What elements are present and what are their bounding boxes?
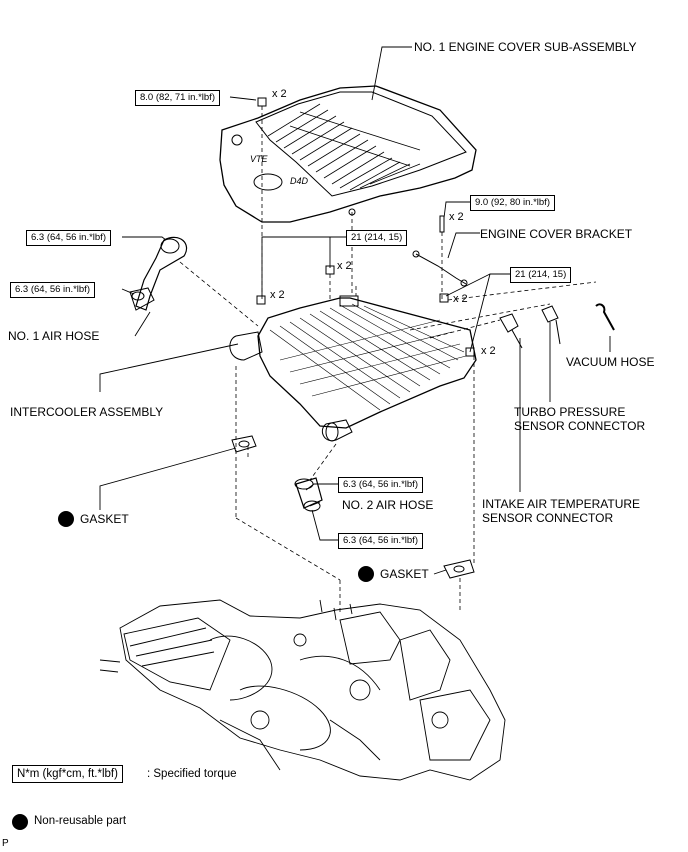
nonreusable-dot-gasket-right: [358, 566, 374, 582]
no2-air-hose-label: NO. 2 AIR HOSE: [342, 498, 434, 512]
qty-cover: x 2: [272, 88, 287, 100]
torque-hose2-bottom: 6.3 (64, 56 in.*lbf): [338, 533, 423, 549]
gasket-right-drawing: [443, 559, 475, 579]
torque-hose1-bottom: 6.3 (64, 56 in.*lbf): [10, 282, 95, 298]
no1-air-hose-drawing: [129, 236, 188, 311]
svg-text:VTE: VTE: [250, 154, 269, 164]
qty-nut-right-a: x 2: [453, 293, 468, 305]
engine-cover-label: NO. 1 ENGINE COVER SUB-ASSEMBLY: [414, 40, 637, 54]
legend-nonreusable-text: Non-reusable part: [34, 815, 127, 827]
bracket-bolt: [439, 215, 445, 233]
vacuum-hose-label: VACUUM HOSE: [566, 355, 655, 369]
corner-mark: P: [2, 838, 9, 849]
gasket-right-label: GASKET: [380, 567, 429, 581]
turbo-sensor-label-line1: TURBO PRESSURE: [514, 405, 626, 419]
torque-cover-bolt: 8.0 (82, 71 in.*lbf): [135, 90, 220, 106]
intake-sensor-label-line1: INTAKE AIR TEMPERATURE: [482, 497, 641, 511]
gasket-left-label: GASKET: [80, 512, 129, 526]
qty-nut-left-b: x 2: [270, 289, 285, 301]
legend-nonreusable-dot: [12, 814, 28, 830]
intercooler-label: INTERCOOLER ASSEMBLY: [10, 405, 164, 419]
leader-lines: [99, 46, 611, 575]
engine-cover-bracket-label: ENGINE COVER BRACKET: [480, 227, 633, 241]
nut-3: [439, 293, 449, 303]
legend-torque-desc: : Specified torque: [147, 768, 237, 780]
qty-nut-left-a: x 2: [337, 260, 352, 272]
torque-hose2-top: 6.3 (64, 56 in.*lbf): [338, 477, 423, 493]
qty-nut-right-b: x 2: [481, 345, 496, 357]
engine-cover-bracket-drawing: [415, 253, 467, 285]
torque-bracket-bolt: 9.0 (92, 80 in.*lbf): [470, 195, 555, 211]
intake-air-temp-connector-drawing: [499, 313, 523, 349]
nut-2: [256, 295, 266, 305]
nonreusable-dot-gasket-left: [58, 511, 74, 527]
torque-intercooler-nut-left: 21 (214, 15): [346, 230, 408, 246]
torque-intercooler-nut-right: 21 (214, 15): [510, 267, 572, 283]
svg-text:D4D: D4D: [290, 176, 309, 186]
qty-bracket: x 2: [449, 211, 464, 223]
engine-cover-drawing: VTE D4D: [219, 85, 477, 223]
torque-hose1-top: 6.3 (64, 56 in.*lbf): [26, 230, 111, 246]
legend-torque-unit: N*m (kgf*cm, ft.*lbf): [12, 765, 123, 783]
turbo-sensor-label-line2: SENSOR CONNECTOR: [514, 419, 646, 433]
intercooler-drawing: [229, 295, 477, 442]
no2-air-hose-drawing: [294, 477, 323, 512]
vacuum-hose-drawing: [595, 303, 615, 331]
no1-air-hose-label: NO. 1 AIR HOSE: [8, 329, 100, 343]
nut-4: [465, 347, 475, 357]
turbo-pressure-connector-drawing: [541, 305, 561, 345]
engine-drawing: [99, 599, 506, 781]
intake-sensor-label-line2: SENSOR CONNECTOR: [482, 511, 614, 525]
